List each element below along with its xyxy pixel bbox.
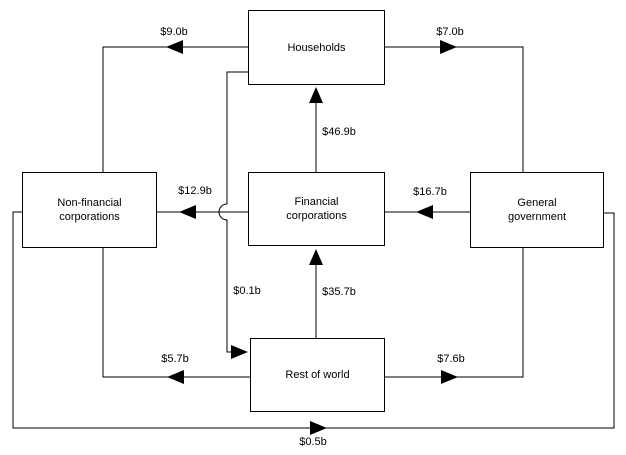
arrowhead-households-to-rest-of-world [231, 345, 248, 359]
arrowhead-rest-of-world-to-financial [309, 249, 323, 265]
node-financial-corporations-label: Financial corporations [286, 196, 347, 222]
node-households: Households [248, 10, 385, 85]
connector-rest-of-world-to-non-financial [102, 248, 250, 378]
connector-households-to-non-financial [102, 46, 248, 172]
arrowhead-financial-to-households [309, 87, 323, 103]
arrowhead-rest-of-world-to-non-financial [167, 370, 184, 384]
node-financial-corporations: Financial corporations [248, 172, 385, 246]
node-general-government-label: General government [507, 197, 567, 223]
node-general-government: General government [470, 172, 604, 248]
connector-rest-of-world-to-general-government [385, 248, 524, 378]
node-non-financial-corporations: Non-financial corporations [22, 172, 157, 248]
flow-label-financial-to-households: $46.9b [322, 126, 356, 138]
connector-households-to-general-government [385, 46, 524, 172]
flow-label-rest-of-world-to-non-financial: $5.7b [161, 353, 189, 365]
node-non-financial-corporations-label: Non-financial corporations [57, 197, 122, 223]
arrowhead-households-to-general-government [440, 40, 457, 54]
arrowhead-general-government-to-financial [416, 205, 433, 219]
flow-label-general-government-to-financial: $16.7b [413, 186, 447, 198]
node-rest-of-world: Rest of world [250, 338, 385, 412]
flow-label-financial-to-non-financial: $12.9b [178, 185, 212, 197]
node-rest-of-world-label: Rest of world [285, 369, 350, 381]
flow-label-households-to-rest-of-world: $0.1b [233, 285, 261, 297]
arrowhead-non-financial-to-general-government [310, 421, 327, 435]
arrowhead-households-to-non-financial [166, 40, 183, 54]
flow-label-rest-of-world-to-financial: $35.7b [322, 286, 356, 298]
connector-households-to-rest-of-world [218, 71, 248, 353]
flow-label-households-to-non-financial: $9.0b [160, 26, 188, 38]
flow-label-rest-of-world-to-general-government: $7.6b [437, 353, 465, 365]
flow-label-households-to-general-government: $7.0b [436, 26, 464, 38]
arrowhead-financial-to-non-financial [179, 205, 196, 219]
node-households-label: Households [287, 41, 346, 54]
flow-label-non-financial-to-general-government: $0.5b [299, 436, 327, 448]
arrowhead-rest-of-world-to-general-government [441, 370, 458, 384]
